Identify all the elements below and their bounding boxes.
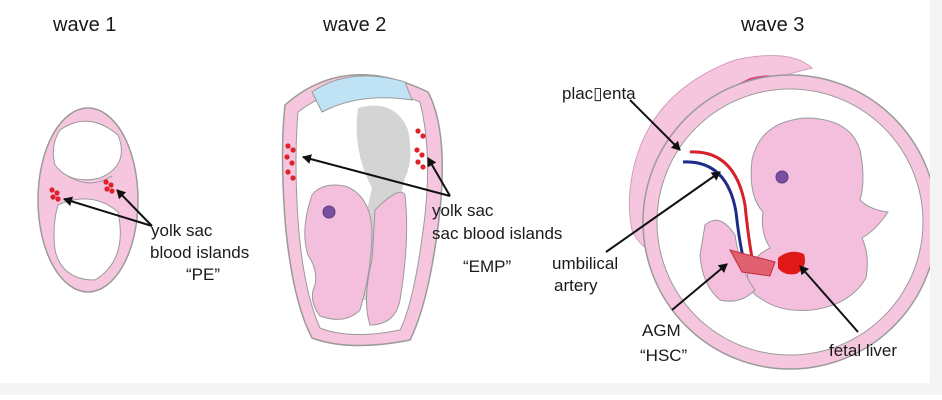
blood-island-dot: [108, 182, 113, 187]
wave1-site-line2: blood islands: [150, 243, 249, 262]
wave1-cell-type: “PE”: [186, 265, 220, 284]
blood-island-dot: [49, 187, 54, 192]
blood-island-dot: [103, 179, 108, 184]
umbilical-label-line2: artery: [554, 276, 597, 295]
blood-island-dot: [290, 175, 295, 180]
blood-island-dot: [109, 188, 114, 193]
blood-island-dot: [420, 133, 425, 138]
wave2-cell-type: “EMP”: [463, 257, 511, 276]
blood-island-dot: [50, 194, 55, 199]
blood-island-dot: [420, 164, 425, 169]
blood-island-dot: [285, 143, 290, 148]
agm-label-line2: “HSC”: [640, 346, 687, 365]
wave3-eye: [776, 171, 788, 183]
blood-island-dot: [415, 128, 420, 133]
blood-island-dot: [289, 160, 294, 165]
blood-island-dot: [290, 147, 295, 152]
blood-island-dot: [419, 152, 424, 157]
blood-island-dot: [104, 186, 109, 191]
wave2-embryo: [283, 75, 443, 346]
image-border-right: [930, 0, 942, 395]
wave2-title: wave 2: [323, 14, 386, 36]
agm-label-line1: AGM: [642, 321, 681, 340]
blood-island-dot: [55, 196, 60, 201]
blood-island-dot: [284, 154, 289, 159]
umbilical-label-line1: umbilical: [552, 254, 618, 273]
blood-island-dot: [414, 147, 419, 152]
blood-island-dot: [54, 190, 59, 195]
wave2-site-line2: sac blood islands: [432, 224, 562, 243]
wave2-site-line1: yolk sac: [432, 201, 493, 220]
blood-island-dot: [285, 169, 290, 174]
fetal-liver-label: fetal liver: [829, 341, 897, 360]
wave1-title: wave 1: [53, 14, 116, 36]
wave3-title: wave 3: [741, 14, 804, 36]
wave1-site-line1: yolk sac: [151, 221, 212, 240]
wave1-embryo: [38, 108, 138, 292]
wave3-embryo: [643, 75, 937, 369]
image-border-bottom: [0, 383, 942, 395]
blood-island-dot: [415, 159, 420, 164]
wave2-eye: [323, 206, 335, 218]
placenta-label: plac▯enta: [562, 84, 636, 103]
